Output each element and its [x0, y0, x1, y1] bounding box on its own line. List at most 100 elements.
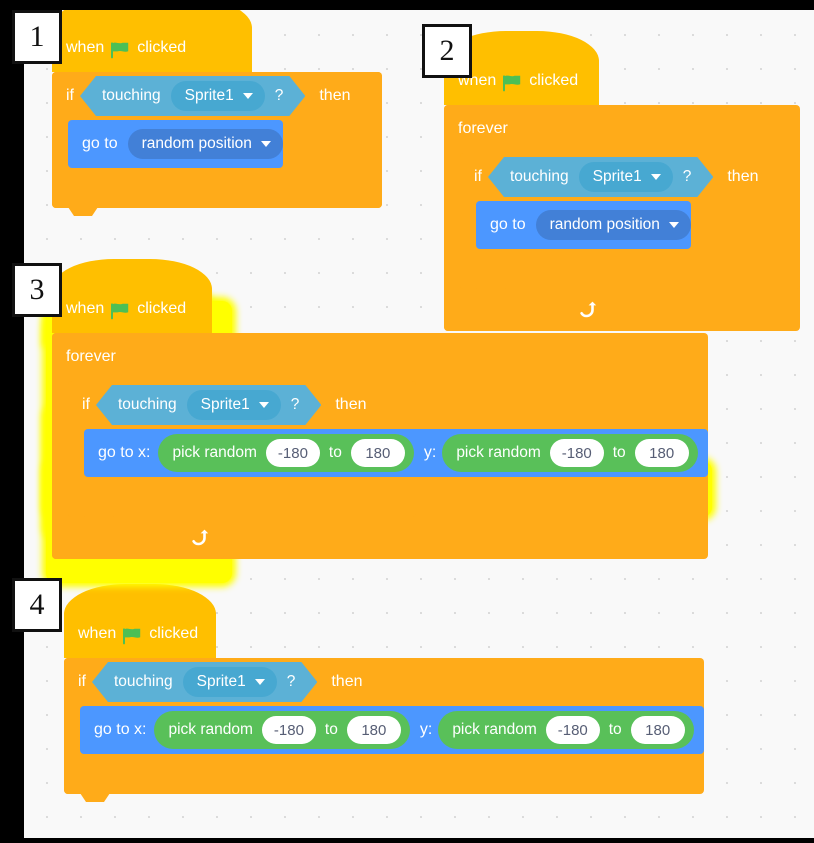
sprite-dropdown-2[interactable]: Sprite1 — [579, 162, 673, 192]
go-to-random-position-block-2[interactable]: go to random position — [476, 201, 691, 249]
forever-header-3[interactable]: forever — [52, 333, 224, 381]
if-then-footer-2 — [460, 249, 800, 289]
pick-random-x-max-input[interactable]: 180 — [346, 716, 401, 744]
when-flag-clicked-block-2[interactable]: when clicked — [444, 31, 599, 105]
loop-arrow-icon — [188, 527, 210, 549]
clicked-label: clicked — [529, 72, 579, 89]
if-label: if — [66, 87, 74, 104]
to-label: to — [328, 444, 342, 461]
pick-random-y-min-input[interactable]: -180 — [545, 716, 600, 744]
touching-sprite-boolean-2[interactable]: touching Sprite1 ? — [488, 157, 713, 197]
pick-random-x-min-input[interactable]: -180 — [265, 439, 320, 467]
touching-label: touching — [510, 168, 569, 185]
then-label: then — [335, 396, 367, 413]
blocks-workspace-canvas[interactable]: when clicked if touching Sprite1 — [24, 10, 814, 838]
sprite-dropdown-1[interactable]: Sprite1 — [171, 81, 265, 111]
pick-random-y-reporter-3[interactable]: pick random -180 to 180 — [442, 434, 698, 472]
question-mark-label: ? — [290, 396, 300, 413]
then-label: then — [331, 673, 363, 690]
if-then-body-3: go to x: pick random -180 to 180 y: — [68, 429, 708, 477]
green-flag-icon — [123, 627, 142, 645]
sprite-dropdown-value: Sprite1 — [184, 87, 234, 104]
touching-label: touching — [102, 87, 161, 104]
script-1[interactable]: when clicked if touching Sprite1 — [52, 10, 382, 208]
position-dropdown-1[interactable]: random position — [127, 129, 283, 159]
if-then-footer-3 — [68, 477, 416, 517]
if-then-body-2: go to random position — [460, 201, 800, 249]
question-mark-label: ? — [682, 168, 692, 185]
clicked-label: clicked — [149, 625, 199, 642]
sprite-dropdown-3[interactable]: Sprite1 — [187, 390, 281, 420]
go-to-x-label: go to x: — [94, 721, 147, 738]
if-label: if — [474, 168, 482, 185]
chevron-down-icon — [668, 222, 679, 228]
position-dropdown-2[interactable]: random position — [535, 210, 691, 240]
pick-random-y-max-input[interactable]: 180 — [634, 439, 689, 467]
touching-label: touching — [118, 396, 177, 413]
touching-sprite-boolean-4[interactable]: touching Sprite1 ? — [92, 662, 317, 702]
when-flag-clicked-block-3[interactable]: when clicked — [52, 259, 212, 333]
go-to-xy-block-4[interactable]: go to x: pick random -180 to 180 y: pick… — [80, 706, 704, 754]
script-2[interactable]: when clicked forever if touching — [444, 31, 800, 331]
when-flag-clicked-block-1[interactable]: when clicked — [52, 10, 252, 72]
sprite-dropdown-value: Sprite1 — [200, 396, 250, 413]
callout-number-2: 2 — [422, 24, 472, 78]
clicked-label: clicked — [137, 39, 187, 56]
pick-random-label: pick random — [452, 721, 537, 738]
forever-body-3: if touching Sprite1 ? then — [52, 381, 708, 517]
loop-arrow-icon — [576, 299, 598, 321]
go-to-label: go to — [490, 216, 526, 233]
pick-random-x-max-input[interactable]: 180 — [350, 439, 405, 467]
position-dropdown-value: random position — [141, 135, 252, 152]
pick-random-y-max-input[interactable]: 180 — [630, 716, 685, 744]
sprite-dropdown-4[interactable]: Sprite1 — [183, 667, 277, 697]
forever-body-2: if touching Sprite1 ? then — [444, 153, 800, 289]
when-label: when — [78, 625, 117, 642]
if-then-header-4[interactable]: if touching Sprite1 ? then — [64, 658, 394, 706]
script-4[interactable]: when clicked if touching Sprite1 ? — [64, 584, 704, 794]
if-label: if — [82, 396, 90, 413]
if-then-body-4: go to x: pick random -180 to 180 y: pick… — [64, 706, 704, 754]
when-label: when — [66, 39, 105, 56]
go-to-xy-block-3[interactable]: go to x: pick random -180 to 180 y: — [84, 429, 708, 477]
when-label: when — [66, 300, 105, 317]
if-then-block-4[interactable]: if touching Sprite1 ? then go to x: — [64, 658, 704, 794]
forever-block-2[interactable]: forever if touching Sprite1 — [444, 105, 800, 331]
then-label: then — [727, 168, 759, 185]
forever-block-3[interactable]: forever if touching Sprite1 — [52, 333, 708, 559]
chevron-down-icon — [260, 141, 271, 147]
forever-header-2[interactable]: forever — [444, 105, 612, 153]
when-flag-clicked-block-4[interactable]: when clicked — [64, 584, 216, 658]
pick-random-x-min-input[interactable]: -180 — [261, 716, 316, 744]
pick-random-y-reporter-4[interactable]: pick random -180 to 180 — [438, 711, 694, 749]
if-then-block-1[interactable]: if touching Sprite1 ? then go to — [52, 72, 382, 208]
forever-label: forever — [458, 120, 508, 137]
pick-random-y-min-input[interactable]: -180 — [549, 439, 604, 467]
callout-number-3: 3 — [12, 263, 62, 317]
forever-footer-2 — [444, 289, 612, 331]
pick-random-x-reporter-4[interactable]: pick random -180 to 180 — [154, 711, 410, 749]
touching-label: touching — [114, 673, 173, 690]
if-then-block-2[interactable]: if touching Sprite1 ? then — [460, 153, 800, 289]
then-label: then — [319, 87, 351, 104]
green-flag-icon — [111, 41, 130, 59]
to-label: to — [324, 721, 338, 738]
touching-sprite-boolean-3[interactable]: touching Sprite1 ? — [96, 385, 321, 425]
chevron-down-icon — [243, 93, 253, 99]
position-dropdown-value: random position — [549, 216, 660, 233]
sprite-dropdown-value: Sprite1 — [196, 673, 246, 690]
pick-random-x-reporter-3[interactable]: pick random -180 to 180 — [158, 434, 414, 472]
script-3[interactable]: when clicked forever if — [46, 259, 712, 583]
if-then-header-2[interactable]: if touching Sprite1 ? then — [460, 153, 800, 201]
forever-label: forever — [66, 348, 116, 365]
chevron-down-icon — [651, 174, 661, 180]
if-then-header-1[interactable]: if touching Sprite1 ? then — [52, 72, 382, 120]
chevron-down-icon — [259, 402, 269, 408]
go-to-random-position-block-1[interactable]: go to random position — [68, 120, 283, 168]
question-mark-label: ? — [286, 673, 296, 690]
if-then-header-3[interactable]: if touching Sprite1 ? then — [68, 381, 416, 429]
touching-sprite-boolean-1[interactable]: touching Sprite1 ? — [80, 76, 305, 116]
if-then-block-3[interactable]: if touching Sprite1 ? then — [68, 381, 708, 517]
clicked-label: clicked — [137, 300, 187, 317]
